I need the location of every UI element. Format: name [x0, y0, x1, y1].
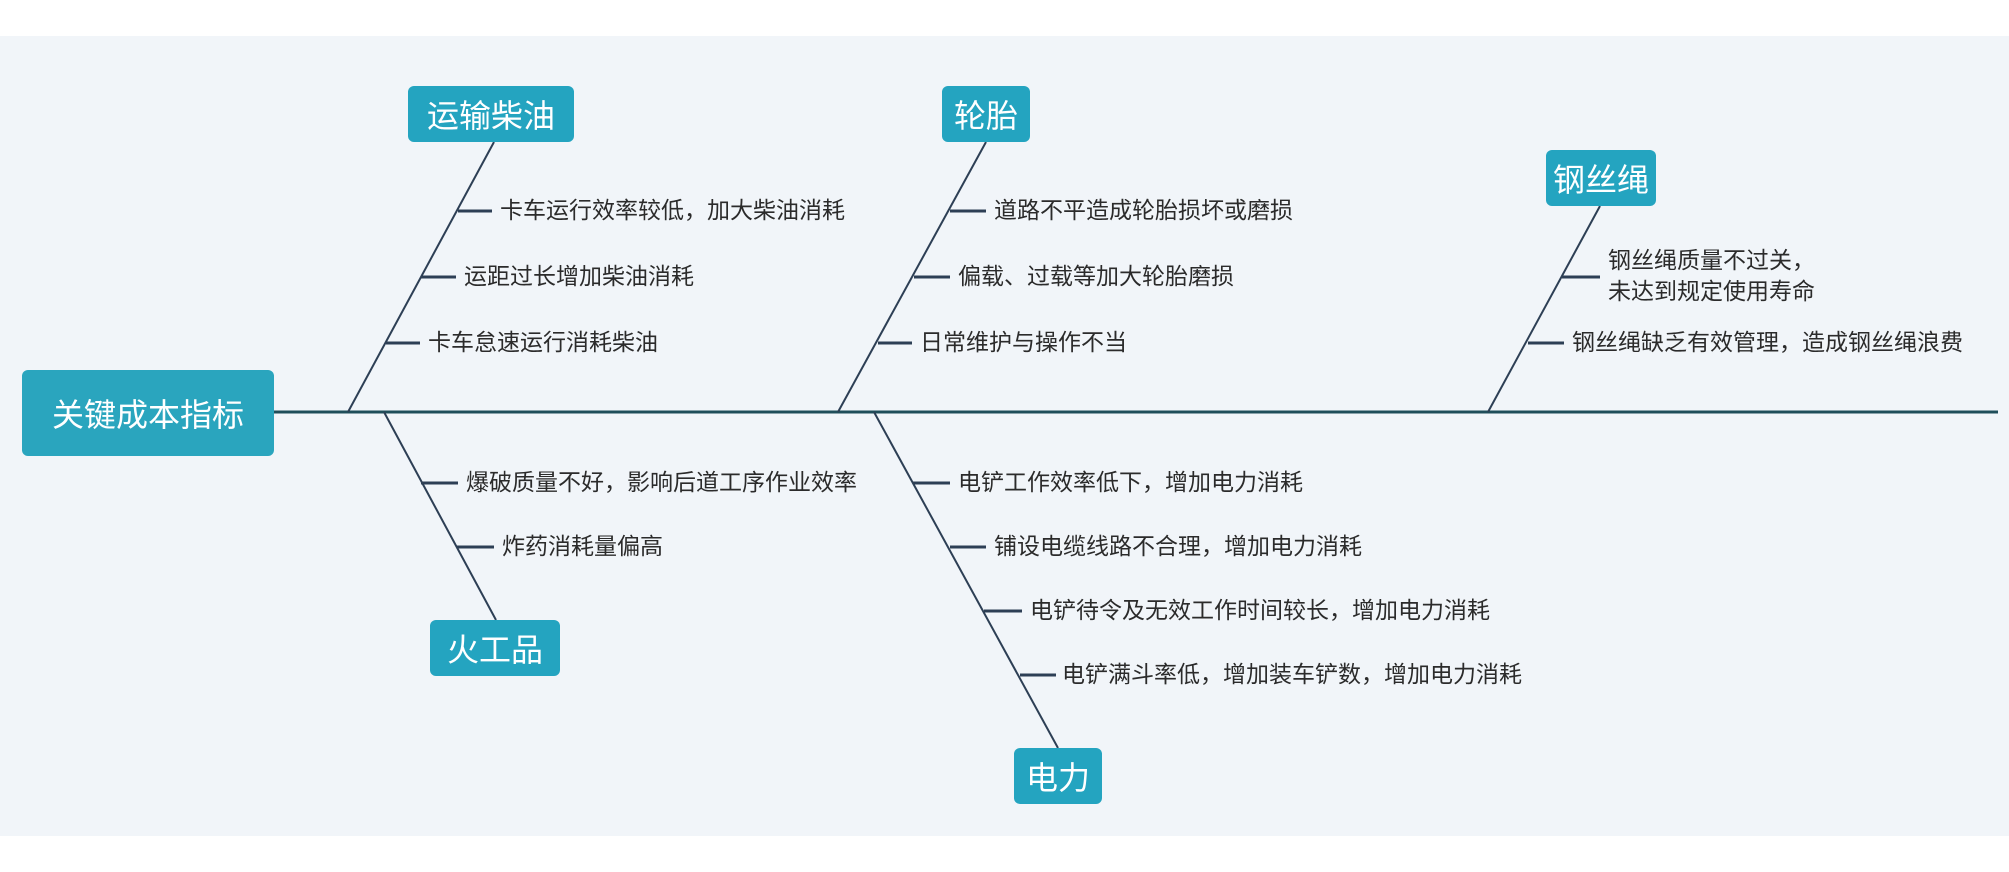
category-label-diesel: 运输柴油 [426, 97, 555, 135]
bone-tire [837, 141, 987, 413]
category-box-tire: 轮胎 [942, 86, 1030, 142]
category-box-explosive: 火工品 [430, 620, 560, 676]
category-label-explosive: 火工品 [446, 631, 543, 669]
cause-diesel-1: 卡车运行效率较低，加大柴油消耗 [500, 198, 845, 224]
cause-wire-1: 钢丝绳质量不过关， 未达到规定使用寿命 [1608, 248, 1815, 305]
cause-tire-1: 道路不平造成轮胎损坏或磨损 [994, 198, 1293, 224]
head-label: 关键成本指标 [51, 396, 244, 434]
category-label-tire: 轮胎 [953, 97, 1018, 135]
head-box: 关键成本指标 [22, 370, 274, 456]
cause-tire-2: 偏载、过载等加大轮胎磨损 [958, 264, 1234, 290]
category-label-wire: 钢丝绳 [1552, 161, 1649, 199]
cause-power-4: 电铲满斗率低，增加装车铲数，增加电力消耗 [1062, 662, 1522, 688]
cause-wire-2: 钢丝绳缺乏有效管理，造成钢丝绳浪费 [1572, 330, 1963, 356]
category-box-wire: 钢丝绳 [1546, 150, 1656, 206]
cause-power-2: 铺设电缆线路不合理，增加电力消耗 [994, 534, 1362, 560]
bone-power [873, 411, 1059, 749]
category-box-power: 电力 [1014, 748, 1102, 804]
cause-explosive-1: 爆破质量不好，影响后道工序作业效率 [466, 470, 857, 496]
bone-wire [1487, 205, 1601, 413]
cause-explosive-2: 炸药消耗量偏高 [502, 534, 663, 560]
category-label-power: 电力 [1025, 759, 1090, 797]
diagram-background [0, 36, 2009, 836]
cause-power-1: 电铲工作效率低下，增加电力消耗 [958, 470, 1303, 496]
cause-power-3: 电铲待令及无效工作时间较长，增加电力消耗 [1030, 598, 1490, 624]
category-box-diesel: 运输柴油 [408, 86, 574, 142]
cause-tire-3: 日常维护与操作不当 [920, 330, 1127, 356]
cause-diesel-3: 卡车怠速运行消耗柴油 [428, 330, 658, 356]
bone-explosive [383, 411, 497, 621]
cause-diesel-2: 运距过长增加柴油消耗 [464, 264, 694, 290]
